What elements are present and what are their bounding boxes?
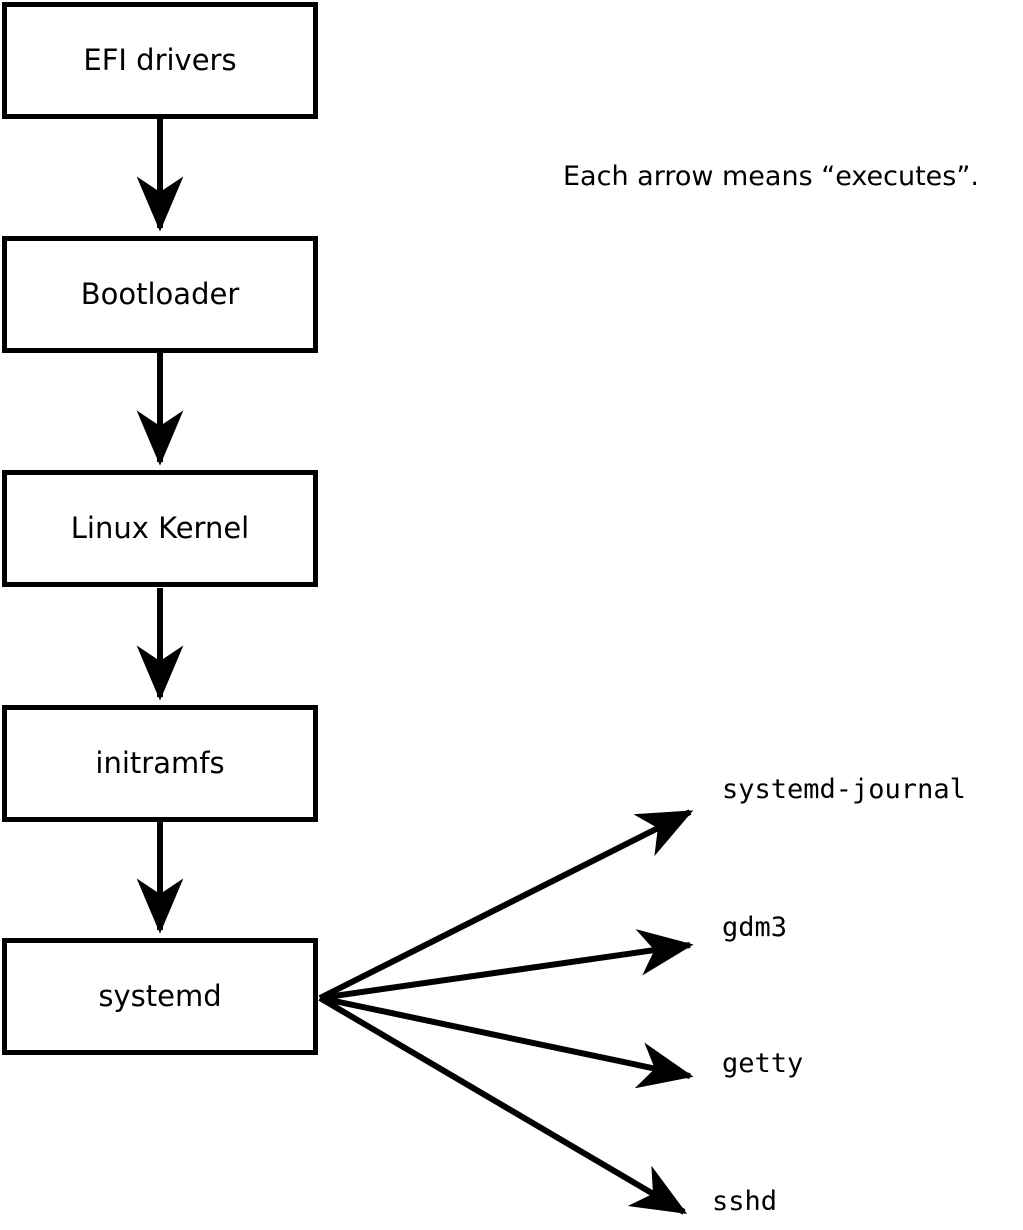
node-box-bootloader[interactable]: Bootloader bbox=[2, 236, 318, 353]
node-label-linux-kernel: Linux Kernel bbox=[70, 511, 250, 545]
service-arrow-systemd-journal bbox=[318, 809, 694, 1001]
node-label-bootloader: Bootloader bbox=[80, 277, 240, 311]
service-arrow-sshd bbox=[318, 995, 688, 1215]
service-label-systemd-journal[interactable]: systemd-journal bbox=[722, 774, 966, 805]
node-box-efi-drivers[interactable]: EFI drivers bbox=[2, 2, 318, 119]
service-arrow-getty bbox=[319, 995, 694, 1089]
node-label-systemd: systemd bbox=[98, 979, 222, 1013]
node-box-systemd[interactable]: systemd bbox=[2, 938, 318, 1055]
service-label-getty[interactable]: getty bbox=[722, 1048, 804, 1079]
node-box-initramfs[interactable]: initramfs bbox=[2, 705, 318, 822]
service-label-gdm3[interactable]: gdm3 bbox=[722, 912, 788, 943]
node-label-initramfs: initramfs bbox=[95, 746, 225, 780]
node-label-efi-drivers: EFI drivers bbox=[83, 43, 237, 77]
service-label-sshd[interactable]: sshd bbox=[712, 1186, 778, 1217]
service-arrow-gdm3 bbox=[319, 929, 694, 1001]
legend-note: Each arrow means “executes”. bbox=[563, 161, 979, 192]
node-box-linux-kernel[interactable]: Linux Kernel bbox=[2, 470, 318, 587]
